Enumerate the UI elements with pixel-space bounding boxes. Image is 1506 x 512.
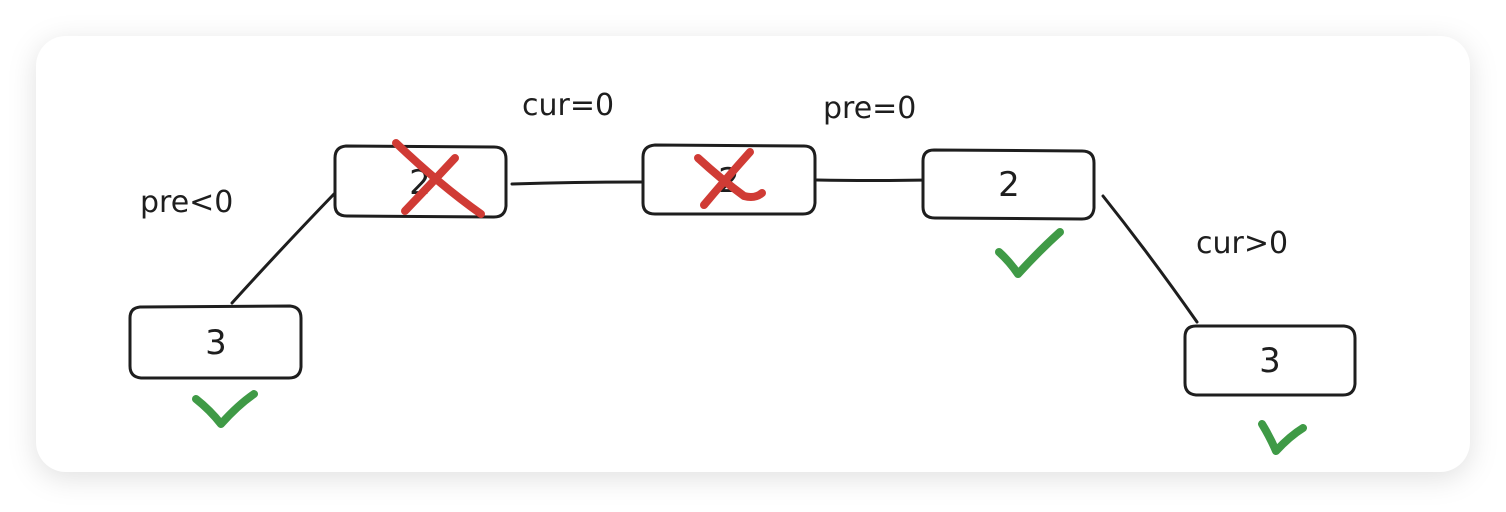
label-cur-gt-0: cur>0 [1196, 226, 1288, 261]
label-cur-eq-0: cur=0 [522, 88, 614, 123]
cross-icon-node-2 [392, 139, 485, 218]
connector-node3-node4 [815, 178, 932, 182]
node-1-box [128, 304, 303, 380]
cross-icon [694, 148, 766, 209]
checkmark-icon-node-5 [1258, 420, 1307, 455]
node-5-value: 3 [1259, 341, 1281, 381]
connectors [230, 178, 1199, 324]
connector-node2-node3 [510, 180, 646, 186]
label-pre-eq-0: pre=0 [823, 91, 916, 126]
connector-node1-node2 [230, 192, 336, 305]
node-5-box [1183, 324, 1357, 397]
checkmark-icon-node-1 [192, 390, 258, 428]
cross-icon-node-3 [694, 148, 766, 209]
connector-node4-node5 [1101, 194, 1199, 324]
node-4-box [921, 148, 1096, 221]
label-pre-lt-0: pre<0 [140, 185, 233, 220]
node-4-value: 2 [998, 165, 1020, 205]
node-1-value: 3 [205, 323, 227, 363]
cross-icon [392, 139, 485, 218]
checkmark-icon [192, 228, 1307, 455]
checkmark-icon-node-4 [995, 228, 1064, 278]
